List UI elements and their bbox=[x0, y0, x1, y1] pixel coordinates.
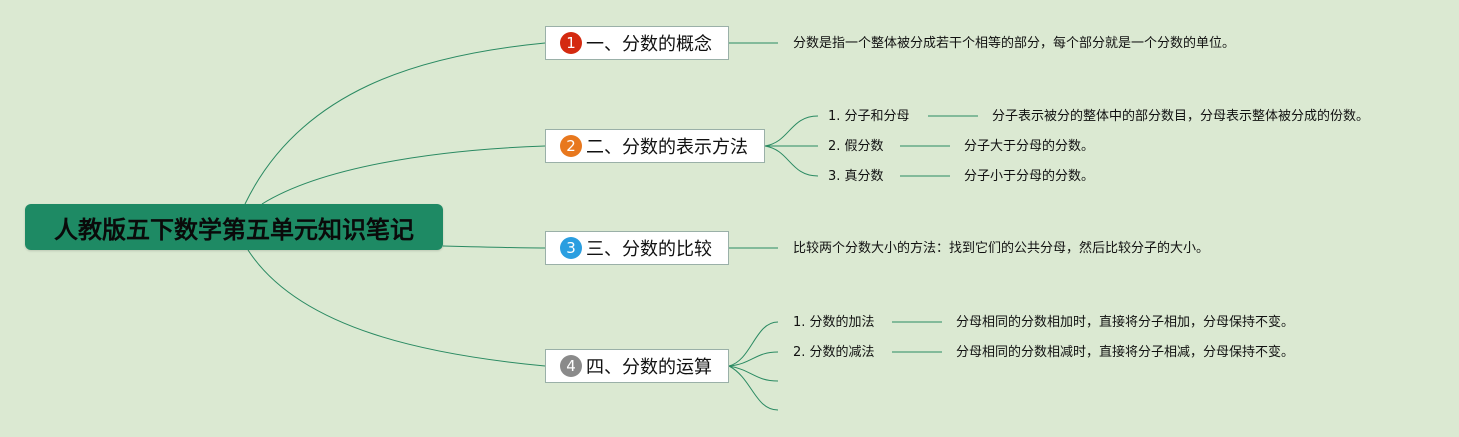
subtopic-numerator-denominator[interactable]: 1. 分子和分母 bbox=[828, 109, 910, 124]
branch-label: 四、分数的运算 bbox=[586, 357, 712, 378]
connector-root-b2 bbox=[261, 145, 546, 205]
number-1-icon: 1 bbox=[560, 32, 582, 54]
connector-root-b1 bbox=[244, 42, 546, 205]
root-title: 人教版五下数学第五单元知识笔记 bbox=[54, 215, 414, 244]
subtopic-note: 分子大于分母的分数。 bbox=[964, 139, 1095, 154]
connector-b2-item3 bbox=[764, 145, 819, 177]
subtopic-addition[interactable]: 1. 分数的加法 bbox=[793, 315, 875, 330]
subtopic-note: 分子表示被分的整体中的部分数目，分母表示整体被分成的份数。 bbox=[992, 109, 1370, 124]
connector-root-b4 bbox=[247, 249, 546, 367]
branch-representation[interactable]: 2 二、分数的表示方法 bbox=[545, 129, 765, 163]
subtopic-note: 分子小于分母的分数。 bbox=[964, 169, 1095, 184]
branch-comparison[interactable]: 3 三、分数的比较 bbox=[545, 231, 729, 265]
root-node[interactable]: 人教版五下数学第五单元知识笔记 bbox=[25, 204, 443, 250]
branch-comparison-note: 比较两个分数大小的方法：找到它们的公共分母，然后比较分子的大小。 bbox=[793, 241, 1210, 256]
branch-label: 二、分数的表示方法 bbox=[586, 137, 748, 158]
subtopic-subtraction[interactable]: 2. 分数的减法 bbox=[793, 345, 875, 360]
subtopic-proper-fraction[interactable]: 3. 真分数 bbox=[828, 169, 884, 184]
branch-label: 三、分数的比较 bbox=[586, 239, 712, 260]
number-3-icon: 3 bbox=[560, 237, 582, 259]
subtopic-note: 分母相同的分数相减时，直接将分子相减，分母保持不变。 bbox=[956, 345, 1295, 360]
subtopic-improper-fraction[interactable]: 2. 假分数 bbox=[828, 139, 884, 154]
branch-label: 一、分数的概念 bbox=[586, 34, 712, 55]
branch-operations[interactable]: 4 四、分数的运算 bbox=[545, 349, 729, 383]
number-2-icon: 2 bbox=[560, 135, 582, 157]
connector-b2-item1 bbox=[764, 115, 819, 147]
branch-concept-note: 分数是指一个整体被分成若干个相等的部分，每个部分就是一个分数的单位。 bbox=[793, 36, 1236, 51]
subtopic-note: 分母相同的分数相加时，直接将分子相加，分母保持不变。 bbox=[956, 315, 1295, 330]
branch-concept[interactable]: 1 一、分数的概念 bbox=[545, 26, 729, 60]
connector-root-b3 bbox=[442, 245, 546, 249]
number-4-icon: 4 bbox=[560, 355, 582, 377]
